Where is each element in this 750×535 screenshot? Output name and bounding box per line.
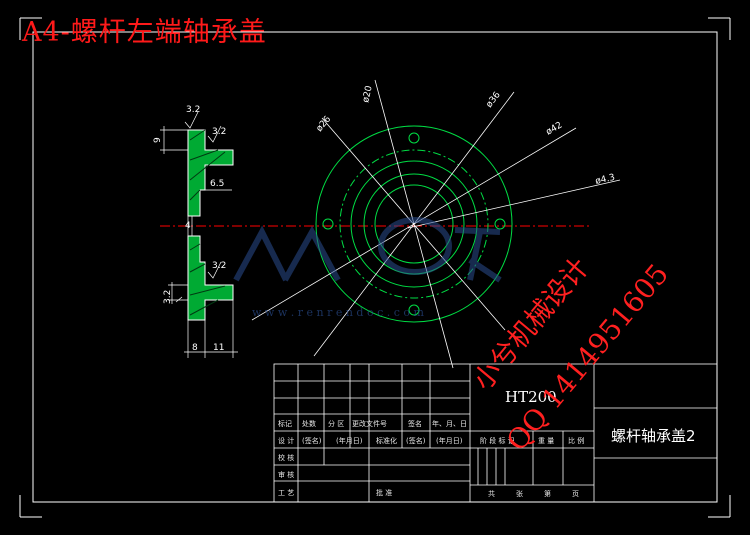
drawing-title: A4-螺杆左端轴承盖 — [22, 17, 267, 48]
dia-4-3-label: ø4.3 — [594, 173, 616, 187]
dia-20-label: ø20 — [361, 85, 375, 104]
tb-header-2: 处数 — [302, 420, 316, 428]
title-block-grid — [273, 363, 718, 503]
tb-header-5: 签名 — [408, 420, 422, 428]
logo-url-watermark: w w w . r e n r e n d o c . c o m — [252, 306, 424, 319]
height-4-label: 4 — [185, 221, 191, 231]
height-9-label: 9 — [153, 137, 163, 143]
tb-header-4: 更改文件号 — [352, 420, 387, 428]
tb-check: 校 核 — [278, 454, 295, 462]
roughness-label-1: 3.2 — [186, 105, 200, 115]
roughness-label-4: 3.2 — [163, 290, 173, 304]
tb-weight: 重 量 — [538, 437, 555, 445]
tb-review: 审 核 — [278, 471, 295, 479]
section-view — [187, 129, 234, 321]
front-dim-labels: ø20 ø26 ø36 ø42 ø4.3 — [315, 85, 616, 187]
front-view — [315, 125, 513, 323]
tb-footer-1: 共 — [488, 490, 495, 498]
tb-design-2: (签名) — [302, 437, 322, 445]
roughness-label-3: 3.2 — [212, 261, 226, 271]
tb-design-6: (年月日) — [436, 437, 463, 445]
tb-process: 工 艺 — [278, 489, 295, 497]
tb-footer-3: 第 — [544, 490, 551, 498]
tb-footer-4: 页 — [572, 490, 579, 498]
tb-header-3: 分 区 — [328, 420, 345, 428]
width-8-label: 8 — [192, 343, 198, 353]
dia-26-label: ø26 — [315, 114, 334, 134]
logo-watermark — [233, 217, 502, 283]
tb-design-1: 设 计 — [278, 437, 295, 445]
tb-header-1: 标记 — [278, 420, 292, 428]
front-dim-leaders — [251, 79, 621, 369]
width-6-5-label: 6.5 — [210, 179, 224, 189]
tb-design-4: 标准化 — [376, 437, 397, 445]
tb-design-5: (签名) — [406, 437, 426, 445]
tb-header-6: 年、月、日 — [432, 420, 467, 428]
dia-42-label: ø42 — [545, 120, 565, 137]
tb-footer-2: 张 — [516, 490, 523, 498]
tb-design-3: (年月日) — [336, 437, 363, 445]
width-11-label: 11 — [213, 343, 224, 353]
section-dimensions — [160, 111, 238, 358]
tb-stage: 阶 段 标 记 — [480, 437, 515, 445]
dia-36-label: ø36 — [484, 90, 502, 110]
tb-scale: 比 例 — [568, 437, 585, 445]
material-label: HT200 — [505, 388, 557, 406]
roughness-label-2: 3.2 — [212, 127, 226, 137]
part-name-label: 螺杆轴承盖2 — [611, 427, 696, 445]
section-dim-labels: 3.2 3.2 9 6.5 4 3.2 3.2 8 11 — [153, 105, 226, 353]
tb-approve: 批 准 — [376, 489, 393, 497]
